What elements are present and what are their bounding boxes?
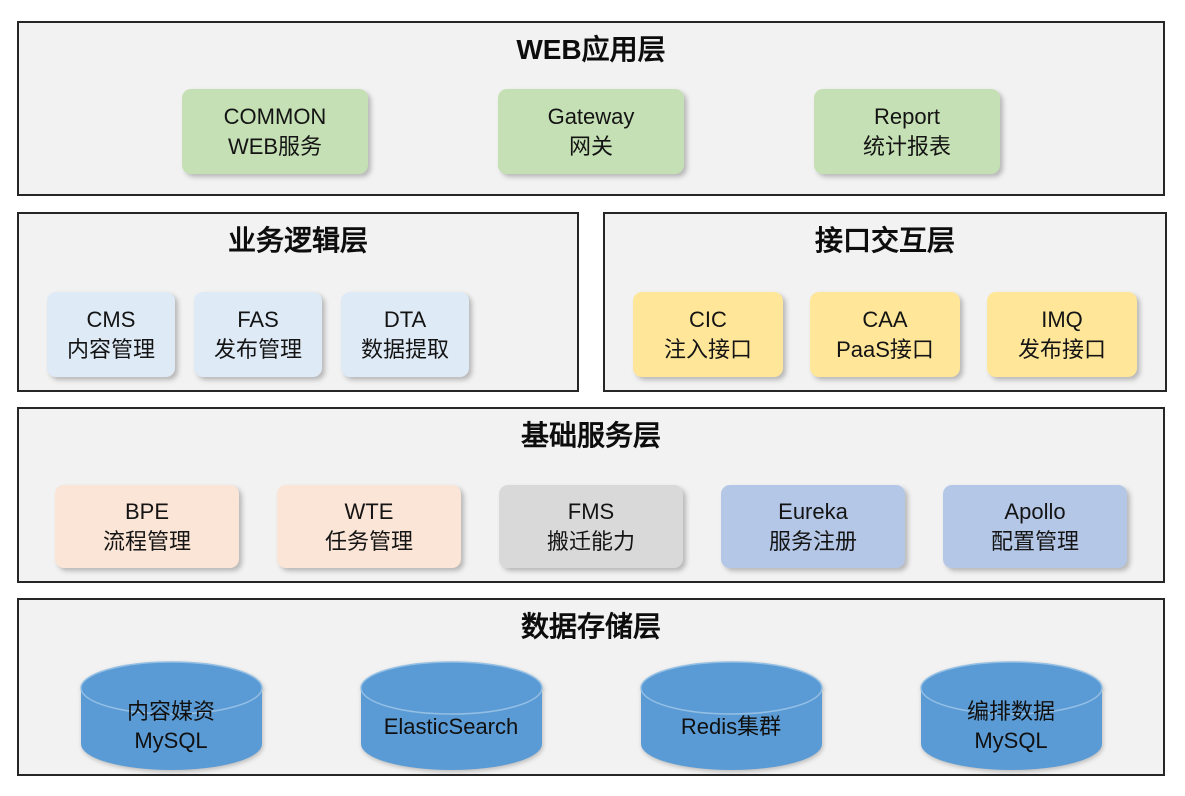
node-cms: CMS 内容管理 (47, 292, 175, 377)
node-fms: FMS 搬迁能力 (499, 485, 683, 568)
node-dta-desc: 数据提取 (360, 336, 449, 362)
db-elasticsearch-label: ElasticSearch (359, 684, 544, 768)
db-redis-cluster-label: Redis集群 (639, 684, 824, 768)
layer-business-logic: 业务逻辑层 CMS 内容管理 FAS 发布管理 DTA 数据提取 (17, 212, 579, 392)
node-gateway-desc: 网关 (568, 133, 613, 159)
node-fas-desc: 发布管理 (213, 336, 302, 362)
node-report-desc: 统计报表 (862, 133, 951, 159)
db-content-mysql: 内容媒资 MySQL (79, 660, 264, 772)
node-cic-name: CIC (689, 306, 727, 332)
node-fms-name: FMS (567, 498, 615, 524)
db-content-mysql-label: 内容媒资 MySQL (79, 684, 264, 768)
database-cylinder-icon (359, 661, 543, 770)
db-elasticsearch: ElasticSearch (359, 660, 544, 772)
node-common-web: COMMON WEB服务 (182, 89, 368, 174)
layer-base-nodes: BPE 流程管理 WTE 任务管理 FMS 搬迁能力 Eureka 服务注册 A… (19, 485, 1163, 568)
database-cylinder-icon (79, 661, 263, 770)
db-content-mysql-line1: 内容媒资 (126, 699, 215, 724)
node-bpe-desc: 流程管理 (102, 528, 191, 554)
node-cms-name: CMS (86, 306, 136, 332)
node-fms-desc: 搬迁能力 (546, 528, 635, 554)
node-cic: CIC 注入接口 (633, 292, 783, 377)
node-bpe: BPE 流程管理 (55, 485, 239, 568)
node-eureka-name: Eureka (778, 498, 848, 524)
node-common-web-desc: WEB服务 (227, 133, 323, 159)
db-orchestration-mysql-line2: MySQL (974, 728, 1048, 753)
node-wte: WTE 任务管理 (277, 485, 461, 568)
db-orchestration-mysql-label: 编排数据 MySQL (919, 684, 1104, 768)
node-fas-name: FAS (237, 306, 279, 332)
db-content-mysql-line2: MySQL (134, 728, 208, 753)
node-apollo-desc: 配置管理 (990, 528, 1079, 554)
node-wte-desc: 任务管理 (324, 528, 413, 554)
layer-base-title: 基础服务层 (520, 420, 661, 451)
layer-storage-title: 数据存储层 (520, 611, 661, 642)
layer-web-title: WEB应用层 (516, 34, 666, 65)
node-gateway: Gateway 网关 (498, 89, 684, 174)
node-caa-name: CAA (862, 306, 908, 332)
layer-business-nodes: CMS 内容管理 FAS 发布管理 DTA 数据提取 (19, 292, 497, 377)
node-apollo-name: Apollo (1004, 498, 1066, 524)
node-report-name: Report (873, 103, 941, 129)
db-redis-cluster-line1: Redis集群 (680, 713, 782, 739)
layer-business-title: 业务逻辑层 (227, 225, 368, 256)
node-eureka: Eureka 服务注册 (721, 485, 905, 568)
node-caa: CAA PaaS接口 (810, 292, 960, 377)
layer-interface-nodes: CIC 注入接口 CAA PaaS接口 IMQ 发布接口 (605, 292, 1165, 377)
node-fas: FAS 发布管理 (194, 292, 322, 377)
layer-data-storage: 数据存储层 内容媒资 MySQL ElasticSearch (17, 598, 1165, 776)
node-gateway-name: Gateway (547, 103, 635, 129)
layer-web-nodes: COMMON WEB服务 Gateway 网关 Report 统计报表 (19, 89, 1163, 174)
db-orchestration-mysql-line1: 编排数据 (966, 699, 1055, 724)
node-imq-name: IMQ (1041, 306, 1083, 332)
db-redis-cluster: Redis集群 (639, 660, 824, 772)
node-dta: DTA 数据提取 (341, 292, 469, 377)
node-imq-desc: 发布接口 (1017, 336, 1106, 362)
node-caa-desc: PaaS接口 (836, 336, 934, 362)
layer-storage-nodes: 内容媒资 MySQL ElasticSearch (19, 660, 1163, 772)
database-cylinder-icon (919, 661, 1103, 770)
db-elasticsearch-line1: ElasticSearch (383, 713, 519, 739)
layer-interface-title: 接口交互层 (814, 225, 955, 256)
node-dta-name: DTA (383, 306, 427, 332)
node-apollo: Apollo 配置管理 (943, 485, 1127, 568)
node-bpe-name: BPE (124, 498, 170, 524)
layer-web-application: WEB应用层 COMMON WEB服务 Gateway 网关 Report 统计… (17, 21, 1165, 196)
node-eureka-desc: 服务注册 (768, 528, 857, 554)
node-cic-desc: 注入接口 (663, 336, 752, 362)
layer-interface-interaction: 接口交互层 CIC 注入接口 CAA PaaS接口 IMQ 发布接口 (603, 212, 1167, 392)
node-cms-desc: 内容管理 (66, 336, 155, 362)
db-orchestration-mysql: 编排数据 MySQL (919, 660, 1104, 772)
node-report: Report 统计报表 (814, 89, 1000, 174)
node-wte-name: WTE (344, 498, 394, 524)
node-imq: IMQ 发布接口 (987, 292, 1137, 377)
database-cylinder-icon (639, 661, 823, 770)
node-common-web-name: COMMON (223, 103, 327, 129)
layer-base-services: 基础服务层 BPE 流程管理 WTE 任务管理 FMS 搬迁能力 Eureka … (17, 407, 1165, 583)
